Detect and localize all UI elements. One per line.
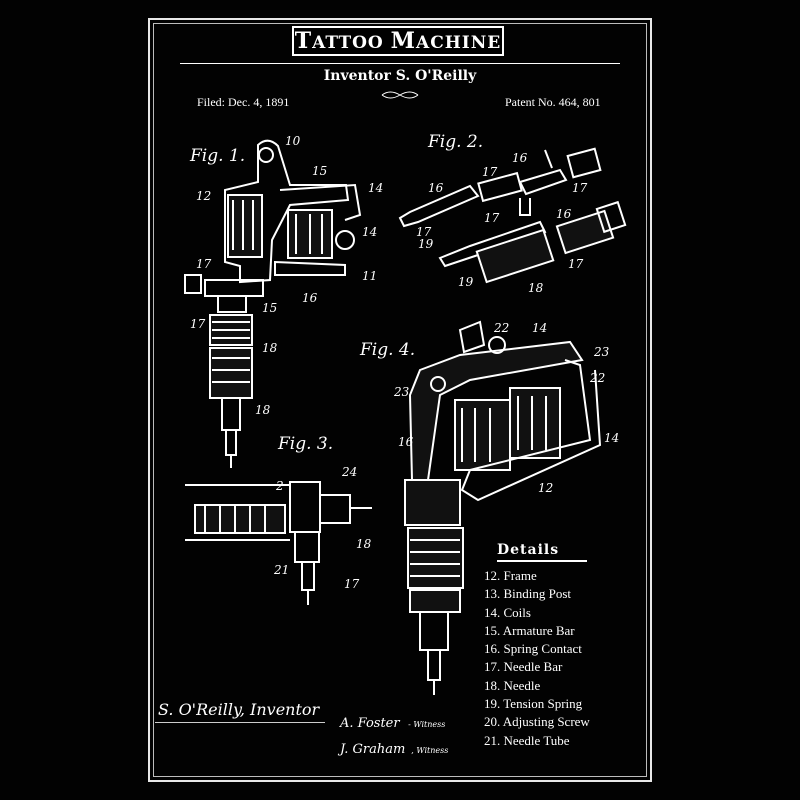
callout: 18 — [356, 537, 372, 551]
fig1-drawing — [184, 139, 362, 468]
callout: 12 — [196, 189, 211, 203]
callout: 17 — [568, 257, 584, 271]
callout: 17 — [482, 165, 498, 179]
callout: 10 — [285, 134, 301, 148]
details-item: 20. Adjusting Screw — [484, 714, 590, 730]
witness-signature-1: A. Foster - Witness — [340, 716, 446, 731]
details-heading: Details — [497, 542, 587, 562]
fig3-label: Fig. 3. — [278, 434, 334, 454]
fig4-callouts: 22 14 23 23 22 16 14 12 — [393, 321, 619, 495]
callout: 17 — [344, 577, 360, 591]
details-item: 15. Armature Bar — [484, 622, 575, 638]
fig4-label: Fig. 4. — [360, 340, 416, 360]
callout: 23 — [593, 345, 610, 359]
callout: 21 — [273, 563, 289, 577]
callout: 16 — [398, 435, 414, 449]
details-item: 12. Frame — [484, 568, 537, 583]
fig1-callouts: 10 15 12 14 17 14 11 17 15 16 18 18 — [190, 134, 383, 417]
details-item: 14. Coils — [484, 604, 531, 620]
fig4-drawing — [404, 320, 602, 695]
details-item: 21. Needle Tube — [484, 732, 570, 748]
title-box: TATTOO MACHINE — [292, 26, 504, 56]
callout: 2 — [275, 479, 284, 493]
callout: 17 — [190, 317, 206, 331]
callout: 17 — [572, 181, 588, 195]
callout: 16 — [428, 181, 444, 195]
ornament-flourish — [381, 91, 419, 99]
callout: 19 — [458, 275, 474, 289]
callout: 15 — [262, 301, 277, 315]
fig2-callouts: 17 16 16 17 17 17 16 19 17 19 18 — [416, 151, 588, 295]
callout: 14 — [604, 431, 619, 445]
signature-rule — [155, 722, 325, 723]
fig2-drawing — [398, 147, 627, 284]
callout: 19 — [418, 237, 434, 251]
details-item: 17. Needle Bar — [484, 659, 563, 675]
details-item: 18. Needle — [484, 677, 541, 693]
fig3-callouts: 24 2 18 21 17 — [273, 465, 372, 591]
callout: 17 — [196, 257, 212, 271]
witness-signature-2: J. Graham, Witness — [340, 742, 449, 757]
callout: 18 — [528, 281, 544, 295]
title-rule — [180, 63, 620, 64]
details-item: 13. Binding Post — [484, 586, 572, 602]
fig1-label: Fig. 1. — [190, 146, 246, 166]
callout: 23 — [393, 385, 410, 399]
callout: 14 — [362, 225, 377, 239]
fig3-drawing — [185, 481, 372, 605]
details-item: 16. Spring Contact — [484, 641, 582, 657]
callout: 14 — [368, 181, 383, 195]
patent-number: Patent No. 464, 801 — [505, 95, 601, 109]
fig2-label: Fig. 2. — [428, 132, 484, 152]
callout: 16 — [512, 151, 528, 165]
callout: 17 — [484, 211, 500, 225]
callout: 18 — [262, 341, 278, 355]
details-list: 12. Frame 13. Binding Post 14. Coils 15.… — [484, 567, 590, 750]
callout: 22 — [589, 371, 605, 385]
inventor-signature: S. O'Reilly, Inventor — [158, 700, 320, 719]
callout: 16 — [556, 207, 572, 221]
outer-border — [148, 18, 652, 782]
page-title: TATTOO MACHINE — [294, 28, 502, 54]
details-item: 19. Tension Spring — [484, 696, 583, 712]
callout: 14 — [532, 321, 547, 335]
inventor-line: Inventor S. O'Reilly — [323, 68, 477, 84]
inner-border — [153, 23, 647, 777]
callout: 24 — [341, 465, 357, 479]
callout: 16 — [302, 291, 318, 305]
callout: 15 — [312, 164, 327, 178]
callout: 22 — [493, 321, 509, 335]
callout: 17 — [416, 225, 432, 239]
filed-date: Filed: Dec. 4, 1891 — [197, 95, 290, 109]
callout: 18 — [255, 403, 271, 417]
callout: 11 — [362, 269, 377, 283]
callout: 12 — [538, 481, 553, 495]
